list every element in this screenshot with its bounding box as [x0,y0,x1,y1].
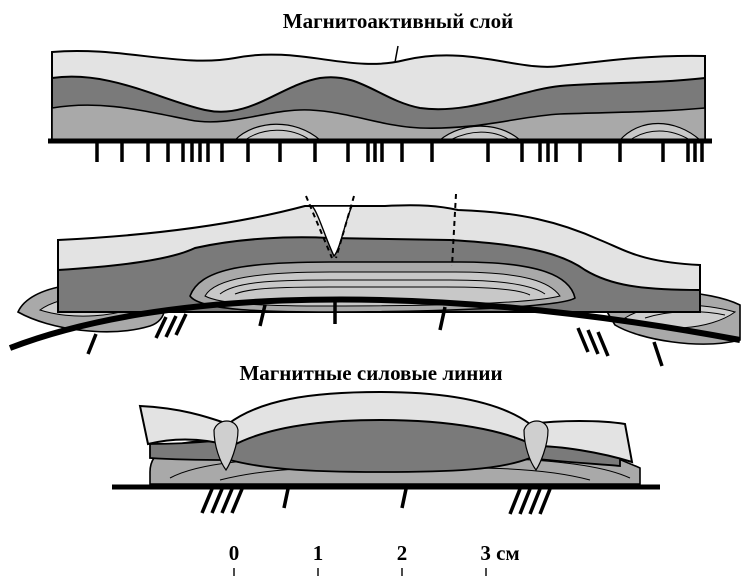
scale-tick-2: 2 [397,541,408,565]
scale-bar: 0 1 2 3 см [229,541,520,576]
bot-field-lines [202,489,550,514]
panel-bottom [112,392,660,514]
scale-tick-3: 3 см [480,541,519,565]
top-field-lines [97,143,702,162]
panel-middle [10,194,740,366]
scale-tick-1: 1 [313,541,324,565]
top-label: Магнитоактивный слой [283,9,514,33]
scale-tick-marks [234,568,486,576]
middle-label: Магнитные силовые линии [239,361,502,385]
scale-tick-0: 0 [229,541,240,565]
panel-top: Магнитоактивный слой [48,9,712,162]
